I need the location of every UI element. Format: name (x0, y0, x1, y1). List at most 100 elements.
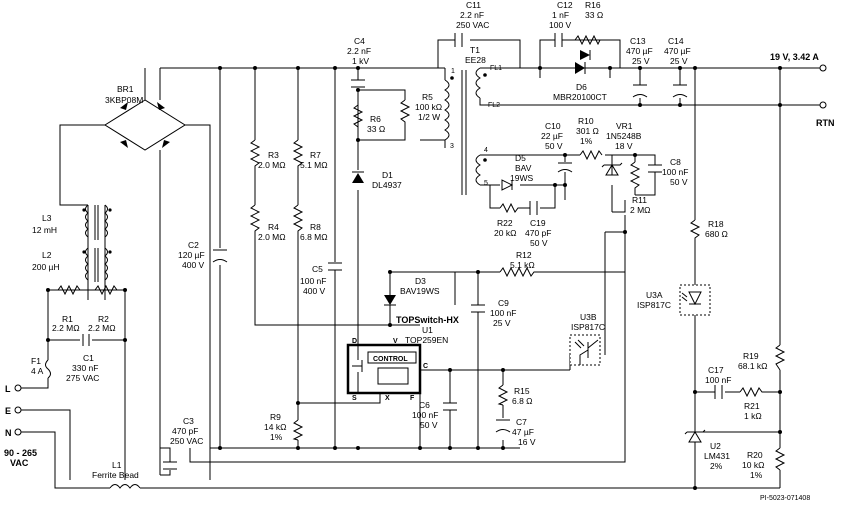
transformer-t1: T1 EE28 1 3 4 5 FL1 FL2 (444, 45, 502, 195)
shunt-regulator-u2: U2 LM431 2% (684, 429, 730, 471)
resistor-r5: R5 100 kΩ 1/2 W (399, 92, 442, 125)
r2-ref: R2 (98, 314, 109, 324)
u1-ref: U1 (422, 325, 433, 335)
c11-ref: C11 (466, 0, 481, 10)
r7-value: 5.1 MΩ (300, 160, 328, 170)
terminal-n: N (5, 428, 12, 438)
f1-ref: F1 (31, 356, 41, 366)
r16-ref: R16 (585, 0, 601, 10)
l3-ref: L3 (42, 213, 52, 223)
u2-rating: 2% (710, 461, 723, 471)
r15-value: 6.8 Ω (512, 396, 533, 406)
optocoupler-u3b: U3B ISP817C (569, 312, 605, 366)
d3-value: BAV19WS (400, 286, 440, 296)
r22-ref: R22 (497, 218, 513, 228)
c6-value: 100 nF (412, 410, 438, 420)
c8-ref: C8 (670, 157, 681, 167)
resistor-r2: R2 2.2 MΩ (88, 284, 118, 333)
l2-ref: L2 (42, 250, 52, 260)
c3-value: 470 pF (172, 426, 198, 436)
resistor-r10: R10 301 Ω 1% (576, 116, 603, 161)
c11-rating: 250 VAC (456, 20, 489, 30)
capacitor-c5: C5 100 nF 400 V (300, 262, 342, 296)
c4-value: 2.2 nF (347, 46, 371, 56)
u1-pin-x: X (385, 395, 390, 402)
c5-rating: 400 V (303, 286, 326, 296)
r7-ref: R7 (310, 150, 321, 160)
c5-value: 100 nF (300, 276, 326, 286)
c12-ref: C12 (557, 0, 573, 10)
r20-ref: R20 (747, 450, 763, 460)
r9-rating: 1% (270, 432, 283, 442)
r3-value: 2.0 MΩ (258, 160, 286, 170)
capacitor-c1: C1 330 nF 275 VAC (66, 332, 99, 383)
c5-ref: C5 (312, 264, 323, 274)
c13-rating: 25 V (632, 56, 650, 66)
r6-value: 33 Ω (367, 124, 385, 134)
c9-rating: 25 V (493, 318, 511, 328)
d1-value: DL4937 (372, 180, 402, 190)
c6-rating: 50 V (420, 420, 438, 430)
l2-value: 200 µH (32, 262, 60, 272)
r6-ref: R6 (370, 114, 381, 124)
c3-ref: C3 (183, 416, 194, 426)
capacitor-c4: C4 2.2 nF 1 kV (347, 36, 371, 88)
pin-fl1: FL1 (490, 65, 502, 72)
resistor-r22: R22 20 kΩ (494, 202, 520, 238)
resistor-r21: R21 1 kΩ (739, 386, 765, 421)
u1-pin-v: V (393, 338, 398, 345)
c7-value: 47 µF (512, 427, 534, 437)
resistor-r1: R1 2.2 MΩ (52, 284, 81, 333)
u1-pin-d: D (352, 338, 357, 345)
c13-ref: C13 (630, 36, 646, 46)
optocoupler-u3a: U3A ISP817C (637, 284, 711, 316)
c17-value: 100 nF (705, 375, 731, 385)
r10-rating: 1% (580, 136, 593, 146)
capacitor-c19: C19 470 pF 50 V (525, 201, 551, 248)
u1-title: TOPSwitch-HX (396, 315, 459, 325)
c12-rating: 100 V (549, 20, 572, 30)
c9-ref: C9 (498, 298, 509, 308)
d6-ref: D6 (576, 82, 587, 92)
pin-1: 1 (451, 68, 455, 75)
rtn-label: RTN (816, 118, 835, 128)
resistor-r3: R3 2.0 MΩ (249, 139, 286, 170)
pin-fl2: FL2 (488, 102, 500, 109)
r5-ref: R5 (422, 92, 433, 102)
capacitor-c11: C11 2.2 nF 250 VAC (454, 0, 489, 47)
resistor-r11: R11 2 MΩ (629, 161, 651, 215)
c17-ref: C17 (708, 365, 724, 375)
r8-ref: R8 (310, 222, 321, 232)
r21-value: 1 kΩ (744, 411, 762, 421)
c14-value: 470 µF (664, 46, 691, 56)
r3-ref: R3 (268, 150, 279, 160)
r9-ref: R9 (270, 412, 281, 422)
c2-ref: C2 (188, 240, 199, 250)
resistor-r19: R19 68.1 kΩ (738, 344, 786, 371)
r18-value: 680 Ω (705, 229, 728, 239)
vr1-rating: 18 V (615, 141, 633, 151)
r19-value: 68.1 kΩ (738, 361, 768, 371)
terminal-l: L (5, 384, 11, 394)
capacitor-c2: C2 120 µF 400 V (178, 240, 228, 270)
r2-value: 2.2 MΩ (88, 323, 116, 333)
r12-ref: R12 (516, 250, 532, 260)
diode-d3: D3 BAV19WS (384, 276, 440, 306)
u2-ref: U2 (710, 441, 721, 451)
fuse-f1: F1 4 A (31, 356, 51, 379)
r4-value: 2.0 MΩ (258, 232, 286, 242)
l3-value: 12 mH (32, 225, 57, 235)
resistor-r6: R6 33 Ω (352, 104, 385, 134)
capacitor-c7: C7 47 µF 16 V (495, 417, 536, 447)
resistor-r16: R16 33 Ω (574, 0, 620, 46)
r5-value: 100 kΩ (415, 102, 442, 112)
d5-rating: 19WS (510, 173, 533, 183)
d1-ref: D1 (382, 170, 393, 180)
c19-rating: 50 V (530, 238, 548, 248)
resistor-r15: R15 6.8 Ω (497, 384, 533, 406)
diode-d5: D5 BAV 19WS (501, 153, 533, 191)
u2-value: LM431 (704, 451, 730, 461)
c10-value: 22 µF (541, 131, 563, 141)
resistor-r20: R20 10 kΩ 1% (742, 447, 786, 480)
